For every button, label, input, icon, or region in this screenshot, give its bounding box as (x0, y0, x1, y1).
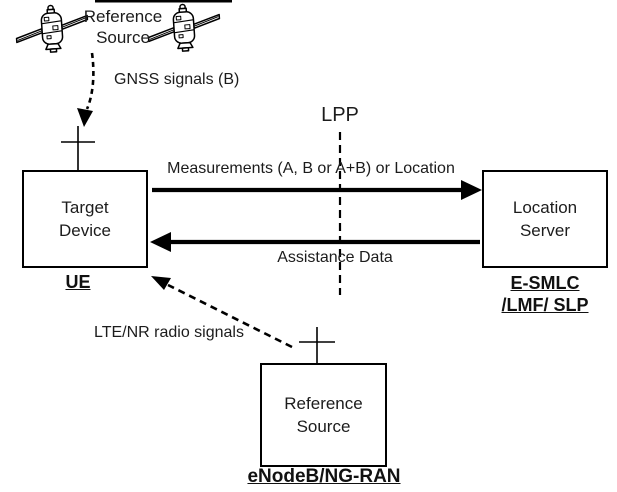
measurements-link-label: Measurements (A, B or A+B) or Location (167, 160, 455, 177)
location-server-box: Location Server (482, 170, 608, 268)
top-crop-line (95, 0, 232, 3)
lte-nr-signal-arrow (151, 276, 293, 349)
ran-antenna-icon (299, 327, 335, 363)
gnss-signal-arrow (77, 52, 95, 127)
ue-antenna-icon (61, 126, 95, 170)
target-device-box: Target Device (22, 170, 148, 268)
lte-nr-signals-label: LTE/NR radio signals (94, 324, 244, 341)
gnss-signals-label: GNSS signals (B) (114, 71, 240, 88)
location-server-caption: E-SMLC /LMF/ SLP (501, 273, 589, 315)
ran-reference-source-box: Reference Source (260, 363, 387, 467)
ran-caption: eNodeB/NG-RAN (247, 466, 401, 487)
lpp-protocol-label: LPP (321, 104, 359, 126)
assistance-data-arrow (150, 232, 480, 252)
measurements-arrow (152, 180, 482, 200)
assistance-data-label: Assistance Data (277, 249, 393, 266)
ue-caption: UE (65, 272, 91, 292)
gnss-reference-source-label: Reference Source (83, 7, 163, 47)
